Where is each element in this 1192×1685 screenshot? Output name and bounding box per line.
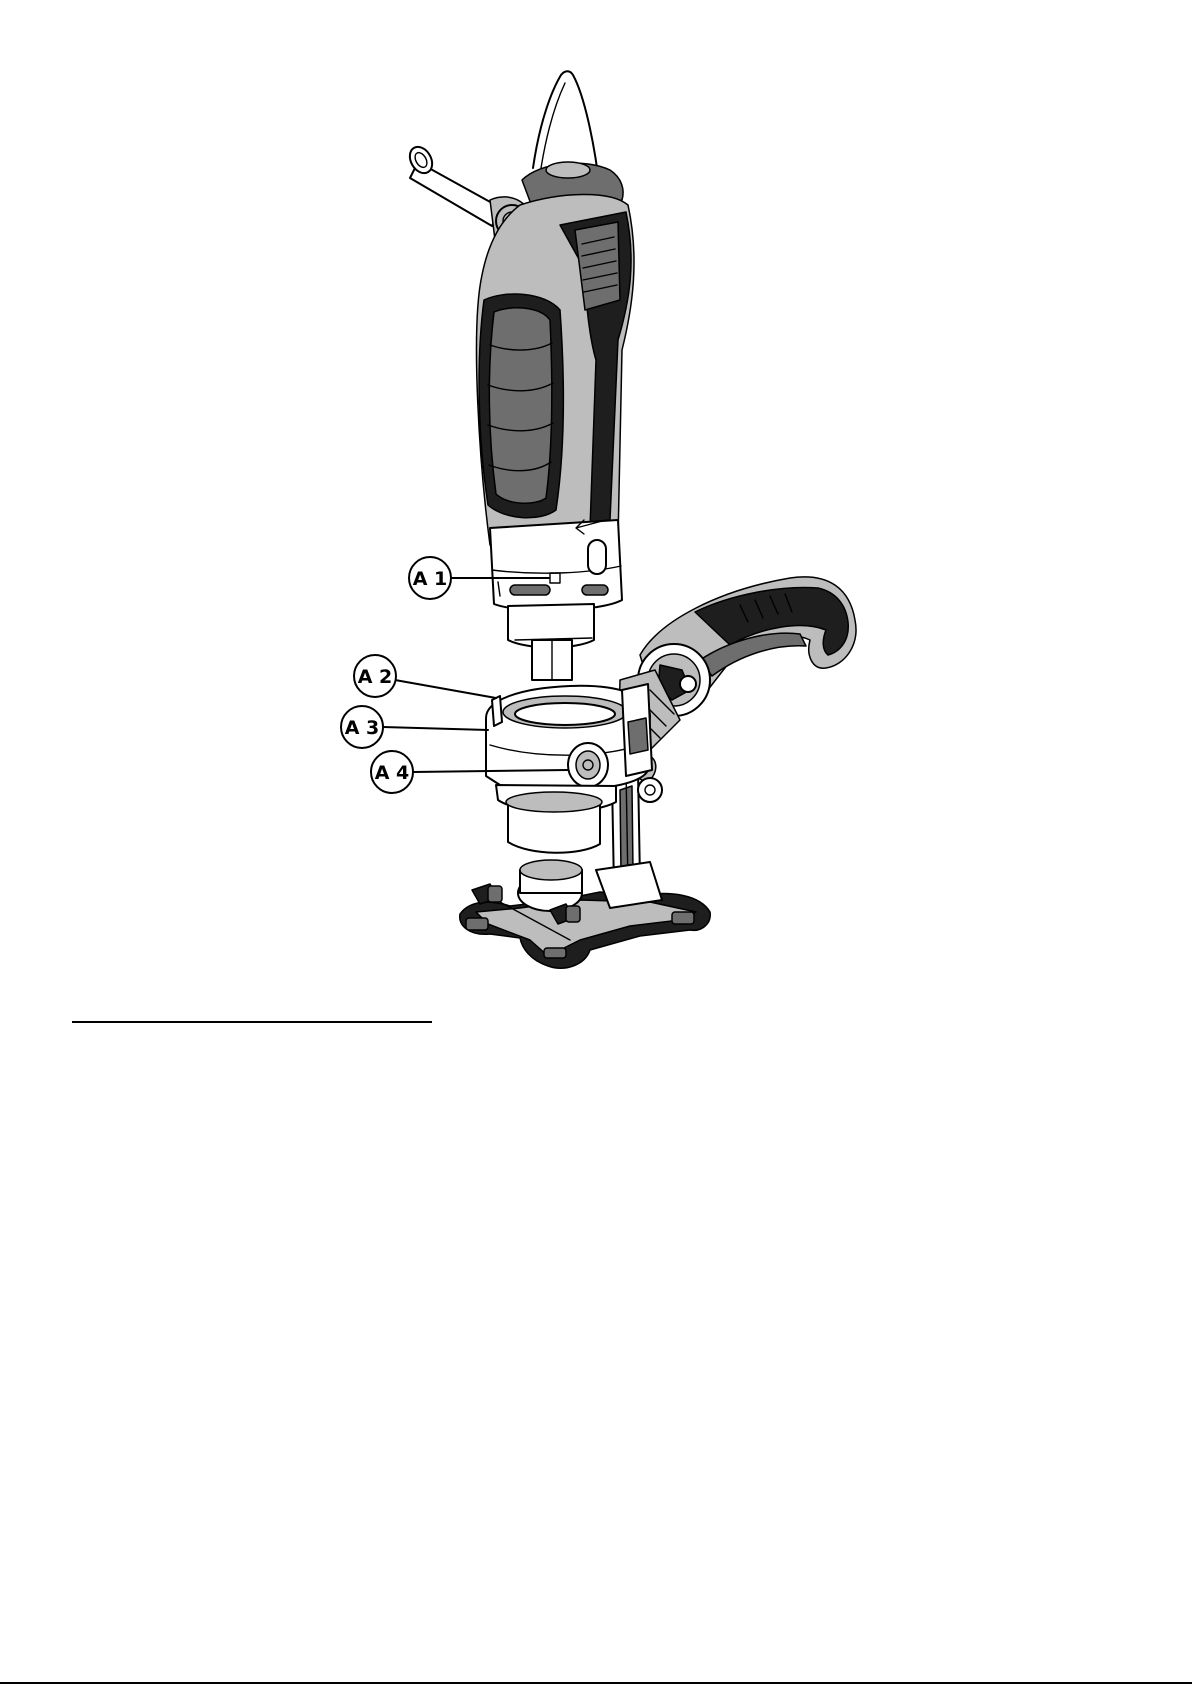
- drill-stand: [460, 670, 710, 968]
- callout-a3-label: A 3: [345, 717, 380, 739]
- callout-a4-label: A 4: [375, 762, 410, 784]
- callout-a3: A 3: [341, 706, 488, 748]
- a4-clamp-screw: [568, 743, 608, 787]
- base-wing-knob-left: [472, 884, 502, 904]
- a2-guide-pin: [492, 696, 502, 726]
- callout-a1-label: A 1: [413, 568, 448, 590]
- callout-a2-label: A 2: [358, 666, 393, 688]
- callout-a2: A 2: [354, 655, 496, 698]
- side-handle: [638, 577, 856, 720]
